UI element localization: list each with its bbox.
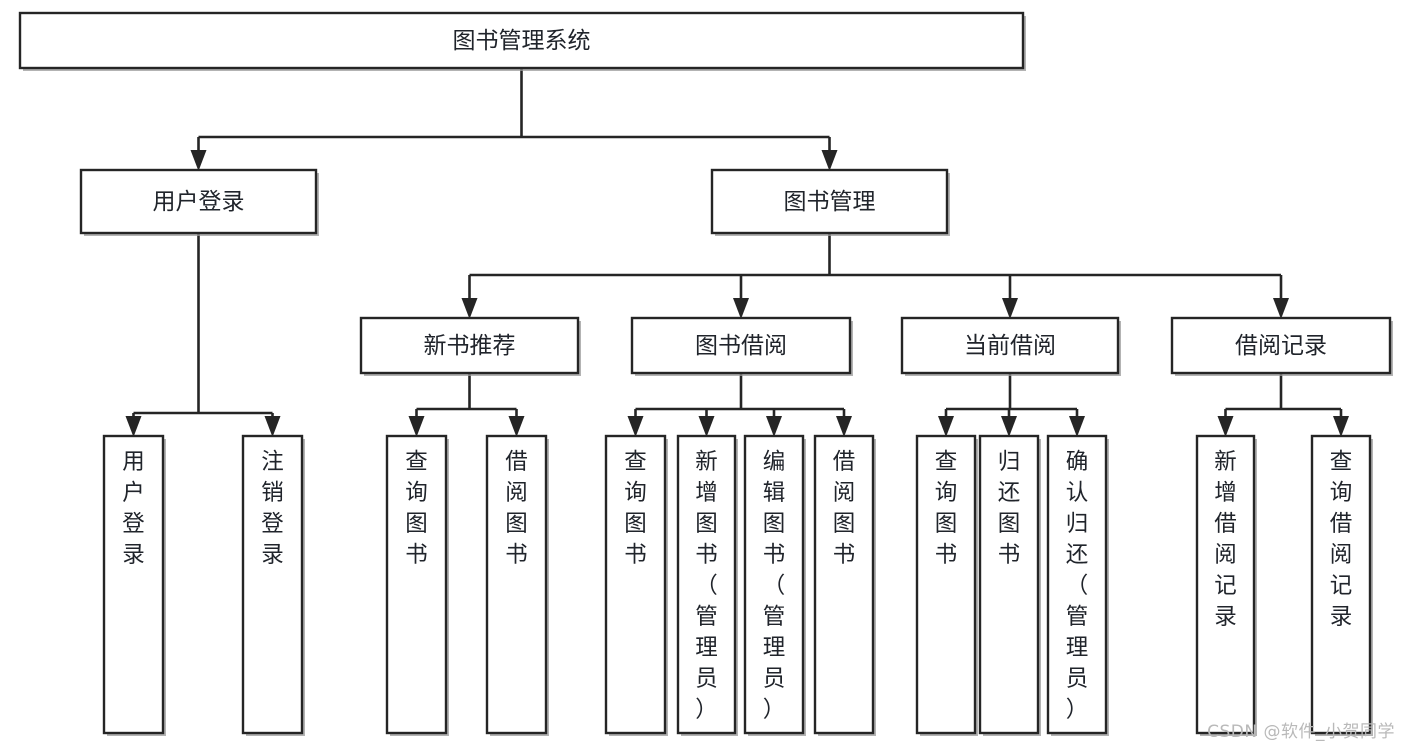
node-current-confirm[interactable]: 确认归还（管理员） xyxy=(1046,434,1109,736)
node-box[interactable] xyxy=(79,168,318,235)
node-login-logout[interactable]: 注销登录 xyxy=(241,434,305,736)
edge-group-borrow xyxy=(627,373,852,437)
node-login[interactable]: 用户登录 xyxy=(79,168,319,236)
node-records-query[interactable]: 查询借阅记录 xyxy=(1310,434,1373,736)
node-label: 当前借阅 xyxy=(964,333,1056,359)
node-label: 借阅图书 xyxy=(505,449,528,568)
node-borrow-lend[interactable]: 借阅图书 xyxy=(813,434,876,736)
node-newbook[interactable]: 新书推荐 xyxy=(359,316,581,376)
node-borrow-query[interactable]: 查询图书 xyxy=(604,434,668,736)
node-label: 注销登录 xyxy=(261,449,284,568)
node-box[interactable] xyxy=(915,434,977,735)
node-box[interactable] xyxy=(485,434,548,735)
node-label: 新书推荐 xyxy=(424,333,516,359)
node-label: 图书管理系统 xyxy=(453,28,591,54)
node-box[interactable] xyxy=(743,434,805,735)
node-box[interactable] xyxy=(18,11,1025,70)
edge-group-root xyxy=(190,68,838,171)
node-borrow[interactable]: 图书借阅 xyxy=(630,316,853,376)
node-box[interactable] xyxy=(241,434,304,735)
node-label: 查询图书 xyxy=(935,449,958,568)
node-newbook-borrow[interactable]: 借阅图书 xyxy=(485,434,549,736)
node-label: 编辑图书（管理员） xyxy=(763,449,786,723)
node-borrow-edit[interactable]: 编辑图书（管理员） xyxy=(743,434,806,736)
node-label: 查询图书 xyxy=(624,449,647,568)
node-borrow-add[interactable]: 新增图书（管理员） xyxy=(676,434,738,736)
node-box[interactable] xyxy=(385,434,448,735)
edge-group-newbook xyxy=(408,373,525,437)
node-current-return[interactable]: 归还图书 xyxy=(978,434,1041,736)
node-login-user[interactable]: 用户登录 xyxy=(102,434,166,736)
node-label: 新增借阅记录 xyxy=(1214,449,1237,630)
node-box[interactable] xyxy=(710,168,949,235)
node-label: 归还图书 xyxy=(998,449,1021,568)
node-label: 确认归还（管理员） xyxy=(1066,449,1089,723)
node-newbook-query[interactable]: 查询图书 xyxy=(385,434,449,736)
node-label: 借阅记录 xyxy=(1235,333,1327,359)
node-current[interactable]: 当前借阅 xyxy=(900,316,1121,376)
node-label: 用户登录 xyxy=(122,449,145,568)
edge-group-current xyxy=(938,373,1085,437)
node-box[interactable] xyxy=(630,316,852,375)
node-box[interactable] xyxy=(1310,434,1372,735)
node-box[interactable] xyxy=(1170,316,1392,375)
node-label: 查询图书 xyxy=(405,449,428,568)
node-layer: 图书管理系统用户登录图书管理新书推荐图书借阅当前借阅借阅记录用户登录注销登录查询… xyxy=(18,11,1393,736)
node-bookmgmt[interactable]: 图书管理 xyxy=(710,168,950,236)
node-records-add[interactable]: 新增借阅记录 xyxy=(1195,434,1257,736)
node-box[interactable] xyxy=(102,434,165,735)
edge-group-login xyxy=(125,233,281,437)
node-box[interactable] xyxy=(900,316,1120,375)
node-box[interactable] xyxy=(1195,434,1256,735)
node-box[interactable] xyxy=(813,434,875,735)
node-root[interactable]: 图书管理系统 xyxy=(18,11,1026,71)
node-label: 图书管理 xyxy=(784,189,876,215)
node-label: 新增图书（管理员） xyxy=(695,449,718,723)
node-label: 查询借阅记录 xyxy=(1330,449,1353,630)
node-label: 借阅图书 xyxy=(833,449,856,568)
node-label: 用户登录 xyxy=(153,189,245,215)
edge-layer xyxy=(125,68,1349,437)
node-box[interactable] xyxy=(676,434,737,735)
node-box[interactable] xyxy=(978,434,1040,735)
node-label: 图书借阅 xyxy=(695,333,787,359)
node-current-query[interactable]: 查询图书 xyxy=(915,434,978,736)
edge-group-records xyxy=(1217,373,1349,437)
node-box[interactable] xyxy=(359,316,580,375)
node-records[interactable]: 借阅记录 xyxy=(1170,316,1393,376)
node-box[interactable] xyxy=(1046,434,1108,735)
edge-group-bookmgmt xyxy=(461,233,1289,319)
node-box[interactable] xyxy=(604,434,667,735)
